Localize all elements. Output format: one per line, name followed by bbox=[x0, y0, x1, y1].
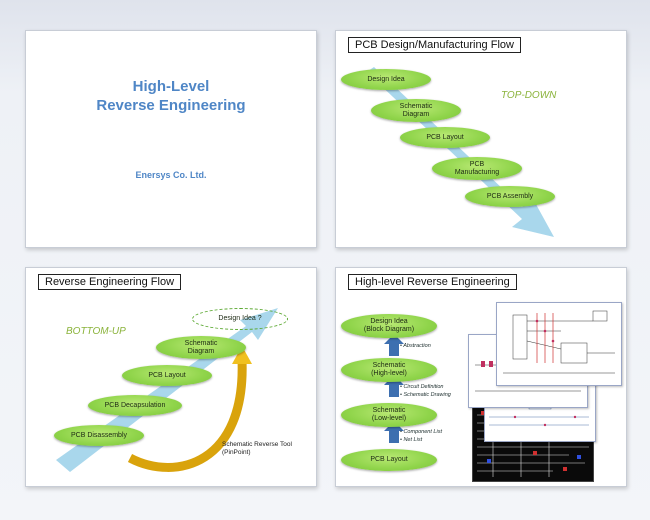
bullet-schematic-drawing: • Schematic Drawing bbox=[400, 392, 451, 398]
step-pcb-disassembly: PCB Disassembly bbox=[54, 425, 144, 446]
step-schematic-high-level: Schematic (High-level) bbox=[341, 358, 437, 382]
title-line-1: High-Level bbox=[132, 78, 210, 95]
step-schematic-diagram: Schematic Diagram bbox=[156, 336, 246, 359]
step-schematic-low-level: Schematic (Low-level) bbox=[341, 403, 437, 427]
step-pcb-layout: PCB Layout bbox=[400, 127, 490, 148]
step-pcb-manufacturing: PCB Manufacturing bbox=[432, 157, 522, 180]
slide-3-title: Reverse Engineering Flow bbox=[38, 274, 182, 290]
schematic-lines-graphic bbox=[503, 310, 615, 374]
bullet-circuit-definition: • Circuit Definition bbox=[400, 384, 444, 390]
slide-4-title: High-level Reverse Engineering bbox=[348, 274, 517, 290]
bullet-net-list: • Net List bbox=[400, 437, 423, 443]
step-pcb-layout: PCB Layout bbox=[122, 365, 212, 386]
schematic-reverse-tool-note: Schematic Reverse Tool (PinPoint) bbox=[222, 441, 292, 456]
bottom-up-label: BOTTOM-UP bbox=[66, 326, 126, 337]
schematic-page-high-level bbox=[496, 302, 622, 386]
slide-2-title: PCB Design/Manufacturing Flow bbox=[348, 37, 521, 53]
bullet-component-list: • Component List bbox=[400, 429, 442, 435]
slide-1-thumbnail[interactable]: High-Level Reverse Engineering Enersys C… bbox=[25, 30, 317, 248]
slide-2-thumbnail[interactable]: PCB Design/Manufacturing Flow TOP-DOWN D… bbox=[335, 30, 627, 248]
step-design-idea: Design Idea bbox=[341, 69, 431, 90]
slide-4-thumbnail[interactable]: High-level Reverse Engineering Design Id… bbox=[335, 267, 627, 487]
bullet-abstraction: • Abstraction bbox=[400, 343, 431, 349]
step-pcb-layout: PCB Layout bbox=[341, 449, 437, 471]
top-down-label: TOP-DOWN bbox=[501, 90, 557, 101]
slide-3-thumbnail[interactable]: Reverse Engineering Flow BOTTOM-UP Desig… bbox=[25, 267, 317, 487]
company-name: Enersys Co. Ltd. bbox=[135, 170, 207, 180]
step-schematic-diagram: Schematic Diagram bbox=[371, 99, 461, 122]
step-pcb-assembly: PCB Assembly bbox=[465, 186, 555, 207]
title-line-2: Reverse Engineering bbox=[96, 97, 246, 114]
slide-1-title: High-Level Reverse Engineering bbox=[26, 77, 316, 115]
step-pcb-decapsulation: PCB Decapsulation bbox=[88, 395, 182, 416]
step-design-idea-question: Design Idea ? bbox=[192, 308, 288, 330]
step-design-idea-block-diagram: Design Idea (Block Diagram) bbox=[341, 314, 437, 338]
